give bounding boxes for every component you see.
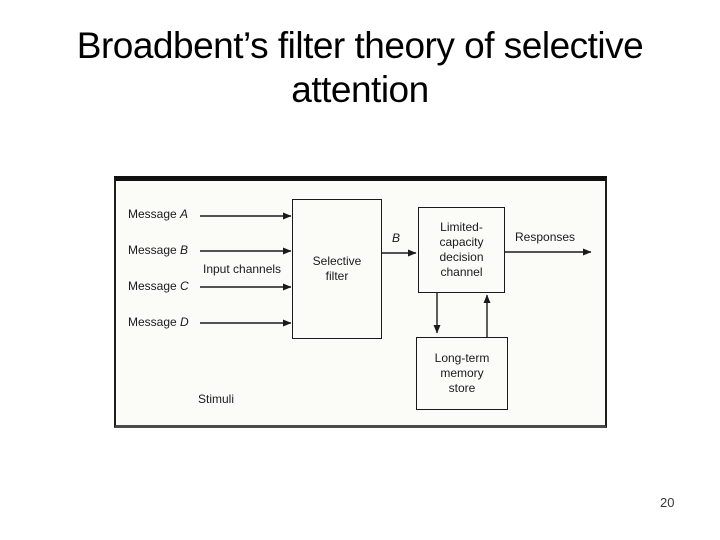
diagram-figure: Message A Message B Message C Message D … xyxy=(114,176,607,428)
input-channels-label: Input channels xyxy=(203,262,282,276)
message-d-word: Message xyxy=(128,315,177,329)
message-a-label: Message A xyxy=(128,208,188,221)
message-d-letter: D xyxy=(180,315,189,329)
message-a-letter: A xyxy=(180,207,189,221)
decision-box-line-1: Limited- xyxy=(440,220,483,234)
message-c-word: Message xyxy=(128,279,177,293)
message-d-label: Message D xyxy=(128,316,189,329)
channel-b-label: B xyxy=(392,231,401,245)
message-b-word: Message xyxy=(128,243,177,257)
message-b-letter: B xyxy=(180,243,189,257)
slide-title-line-2: attention xyxy=(291,69,429,110)
slide-title-line-1: Broadbent’s filter theory of selective xyxy=(76,25,644,66)
responses-label: Responses xyxy=(515,230,576,244)
limited-capacity-decision-channel-box: Limited- capacity decision channel xyxy=(418,207,505,293)
decision-box-line-3: decision xyxy=(439,250,484,264)
stimuli-label: Stimuli xyxy=(198,392,235,406)
selective-filter-line-1: Selective xyxy=(312,254,362,268)
selective-filter-box: Selective filter xyxy=(292,199,382,339)
page-number: 20 xyxy=(660,495,675,510)
memory-box-line-3: store xyxy=(448,381,476,395)
memory-box-line-1: Long-term xyxy=(434,351,490,365)
memory-box-line-2: memory xyxy=(440,366,484,380)
diagram-arrows xyxy=(200,212,592,337)
message-a-word: Message xyxy=(128,207,177,221)
message-b-label: Message B xyxy=(128,244,188,257)
decision-box-line-4: channel xyxy=(440,265,483,279)
message-c-label: Message C xyxy=(128,280,189,293)
long-term-memory-store-box: Long-term memory store xyxy=(416,337,508,410)
decision-box-line-2: capacity xyxy=(439,235,484,249)
selective-filter-line-2: filter xyxy=(325,269,349,283)
message-c-letter: C xyxy=(180,279,189,293)
